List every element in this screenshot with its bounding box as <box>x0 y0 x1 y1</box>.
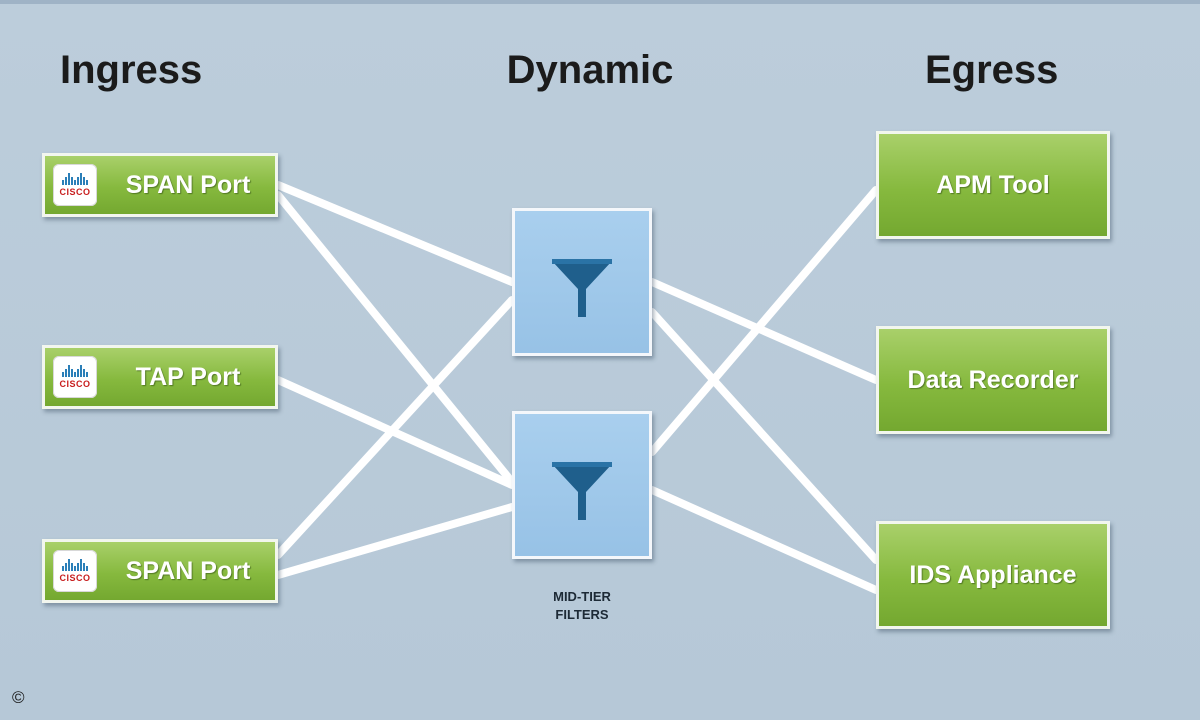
funnel-icon <box>552 462 612 520</box>
cisco-logo-text: CISCO <box>59 187 91 197</box>
cisco-logo-icon: CISCO <box>53 164 97 206</box>
caption-line-1: MID-TIER <box>553 589 611 604</box>
egress-label: IDS Appliance <box>909 560 1077 589</box>
cisco-logo-icon: CISCO <box>53 550 97 592</box>
funnel-icon <box>552 259 612 317</box>
mid-tier-filter-1 <box>512 208 652 356</box>
link-filter1-ids <box>648 308 880 564</box>
ingress-span-port-1: CISCO SPAN Port <box>42 153 278 217</box>
cisco-logo-icon: CISCO <box>53 356 97 398</box>
top-border <box>0 0 1200 4</box>
ingress-label: SPAN Port <box>125 170 251 199</box>
cisco-logo-text: CISCO <box>59 573 91 583</box>
egress-label: Data Recorder <box>907 365 1079 394</box>
egress-ids-appliance: IDS Appliance <box>876 521 1110 629</box>
egress-label: APM Tool <box>936 170 1050 199</box>
mid-tier-filter-2 <box>512 411 652 559</box>
link-filter2-apm <box>648 186 880 456</box>
ingress-tap-port: CISCO TAP Port <box>42 345 278 409</box>
egress-data-recorder: Data Recorder <box>876 326 1110 434</box>
link-span1-filter2 <box>274 191 516 486</box>
ingress-label: SPAN Port <box>125 556 251 585</box>
ingress-label: TAP Port <box>135 362 241 391</box>
link-filter2-ids <box>648 486 880 594</box>
link-span2-filter1 <box>274 296 516 559</box>
filters-caption: MID-TIER FILTERS <box>522 588 642 624</box>
copyright-symbol: © <box>12 688 25 707</box>
caption-line-2: FILTERS <box>555 607 609 622</box>
heading-dynamic: Dynamic <box>506 48 674 92</box>
link-filter1-recorder <box>648 278 880 384</box>
cisco-logo-text: CISCO <box>59 379 91 389</box>
egress-apm-tool: APM Tool <box>876 131 1110 239</box>
link-span2-filter2 <box>274 503 516 579</box>
heading-egress: Egress <box>925 48 1059 92</box>
ingress-span-port-2: CISCO SPAN Port <box>42 539 278 603</box>
heading-ingress: Ingress <box>60 48 203 92</box>
link-span1-filter1 <box>274 181 516 286</box>
